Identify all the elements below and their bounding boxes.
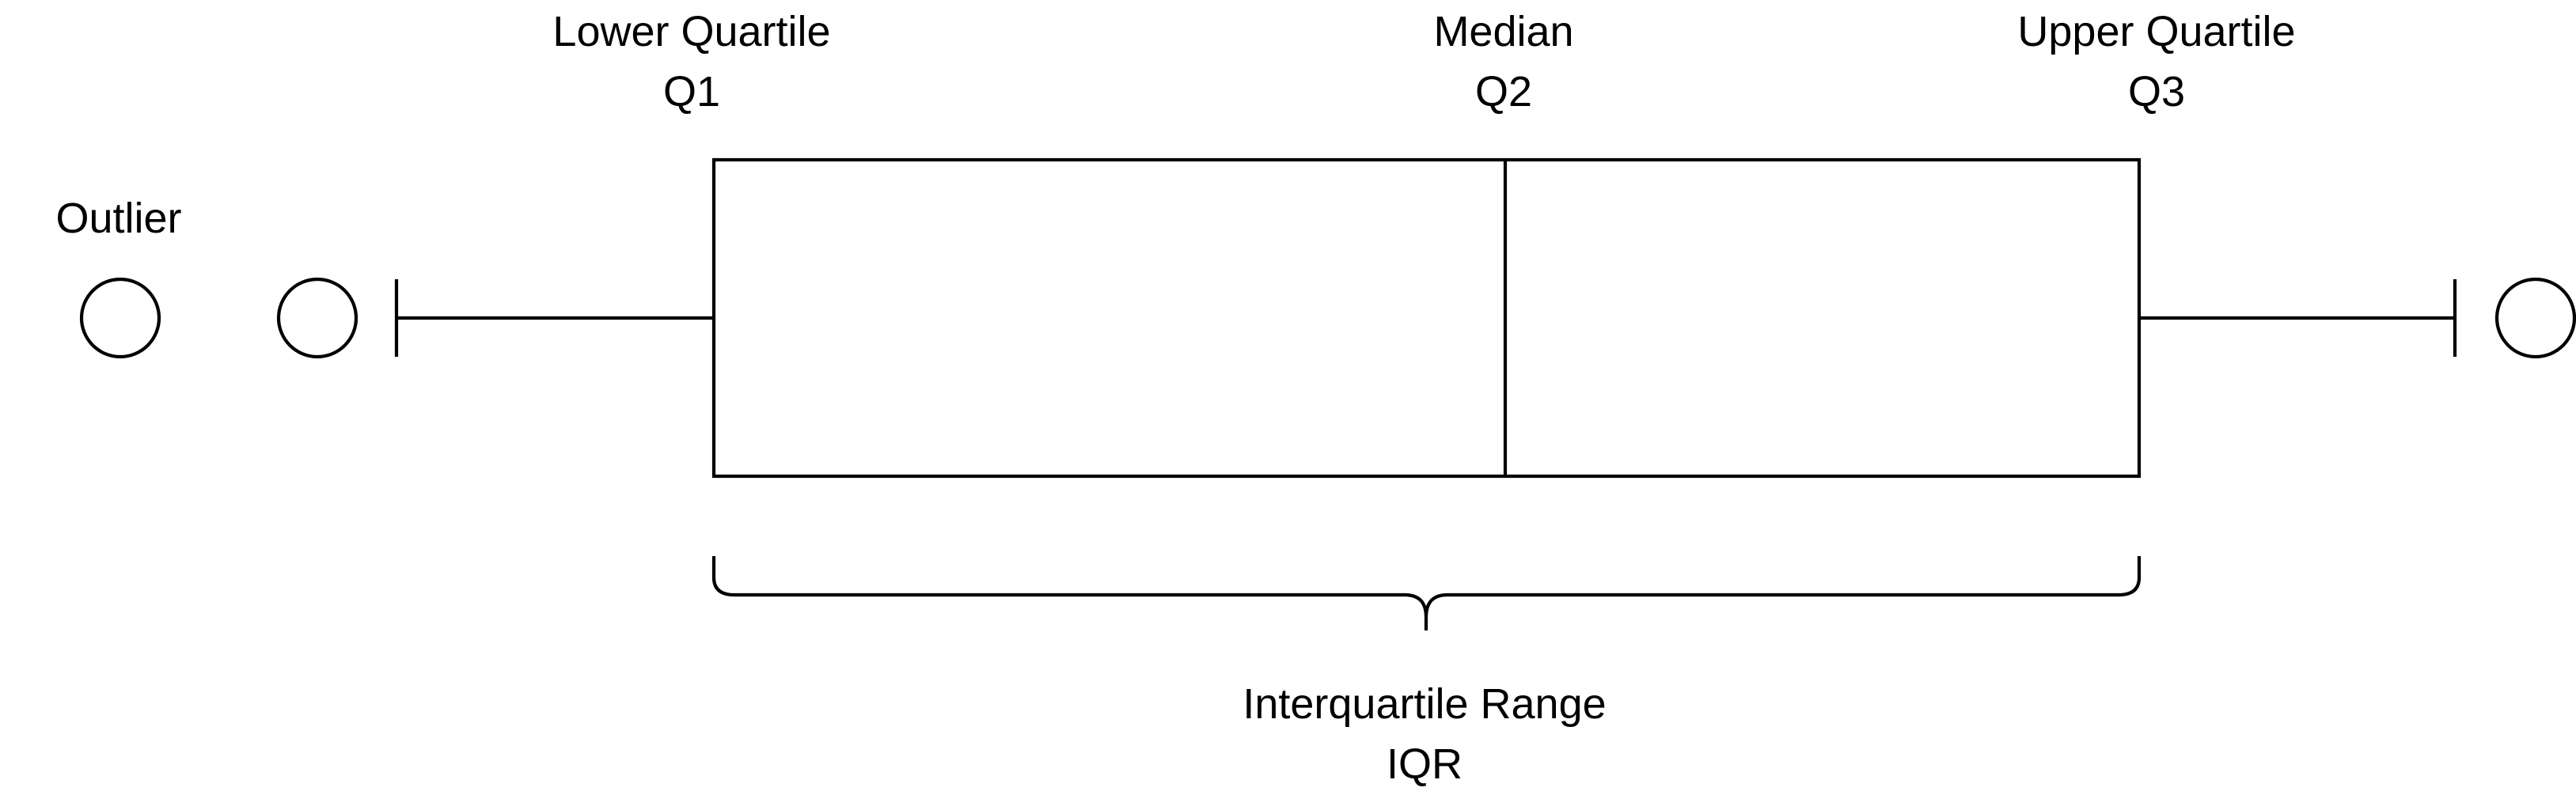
iqr-brace xyxy=(711,556,2142,630)
lower-quartile-label: Lower Quartile xyxy=(552,8,830,55)
q1-label: Q1 xyxy=(663,68,720,115)
iqr-title-label: Interquartile Range xyxy=(1242,680,1606,728)
iqr-label: IQR xyxy=(1387,740,1463,788)
outlier-circle-far-left xyxy=(79,277,161,359)
q2-label: Q2 xyxy=(1475,68,1532,115)
median-label: Median xyxy=(1433,8,1573,55)
q3-label: Q3 xyxy=(2128,68,2185,115)
outlier-circle-right xyxy=(2494,277,2576,359)
upper-quartile-label: Upper Quartile xyxy=(2017,8,2295,55)
outlier-circle-left xyxy=(276,277,359,359)
iqr-box xyxy=(711,157,2142,479)
outlier-label: Outlier xyxy=(55,195,181,242)
